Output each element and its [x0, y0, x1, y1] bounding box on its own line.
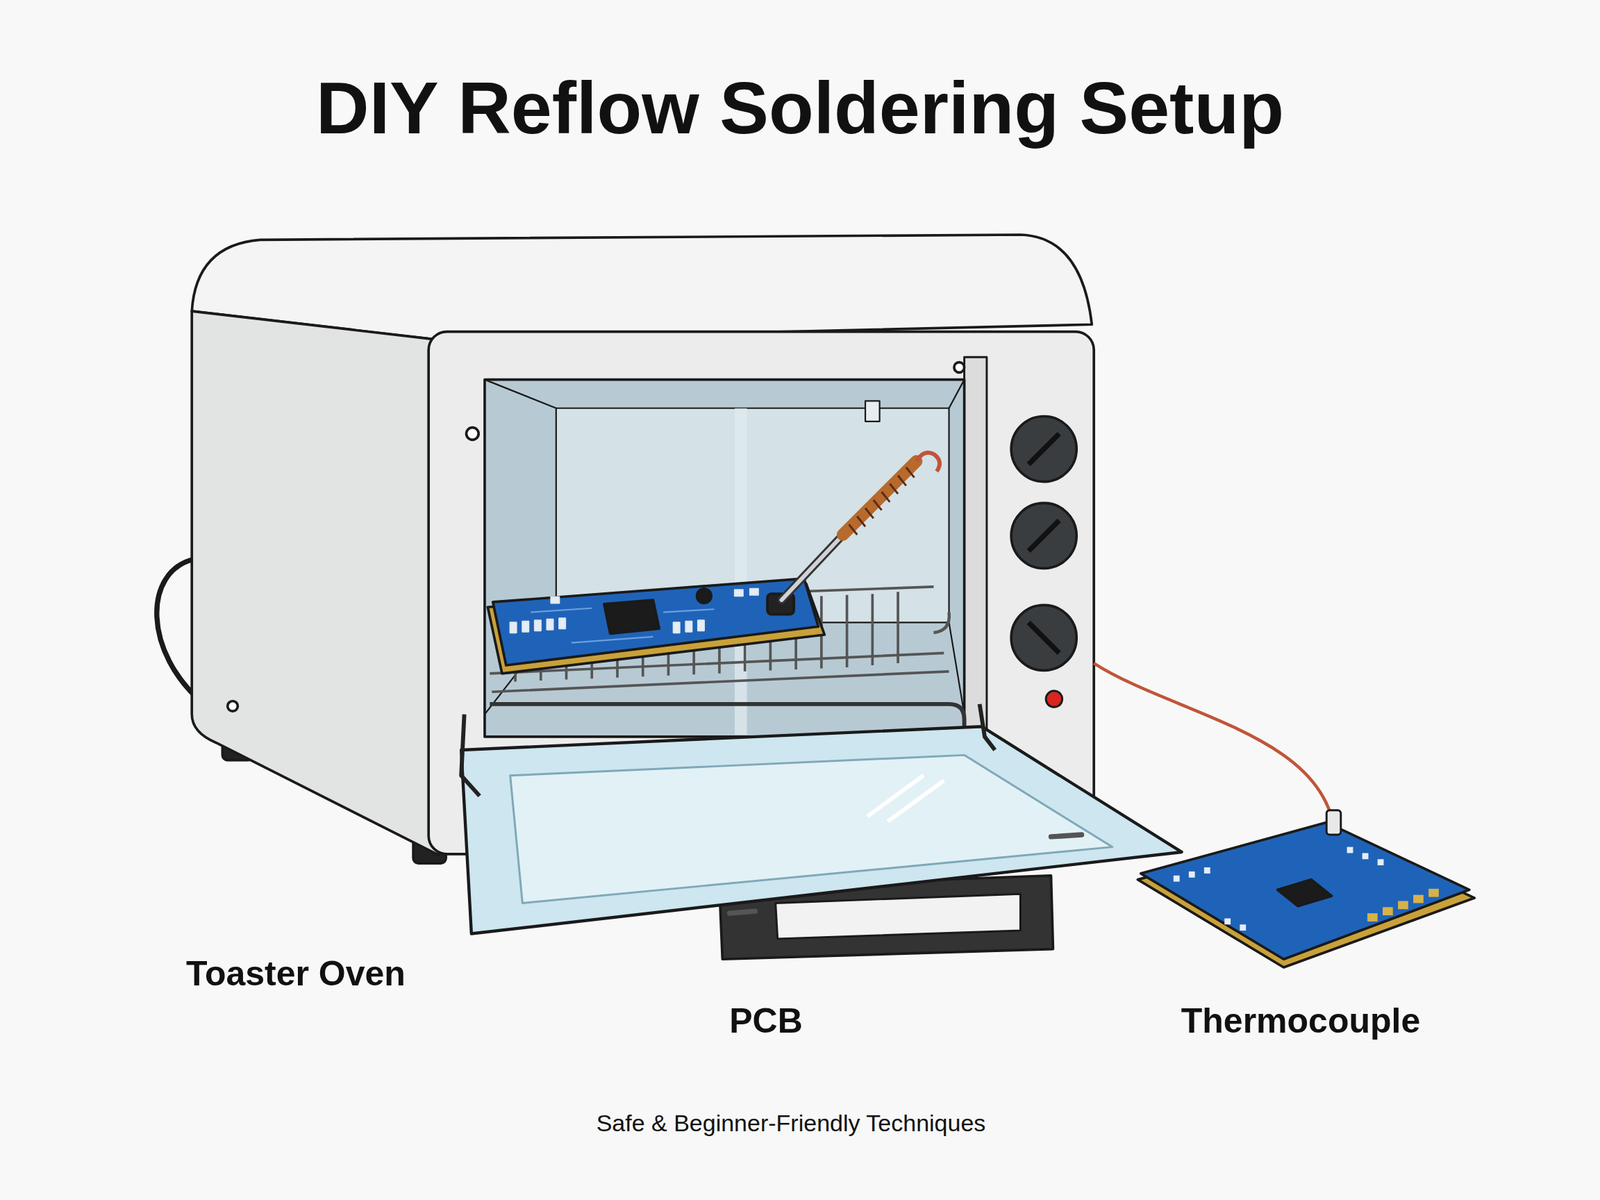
oven-door [461, 726, 1182, 934]
oven-top [191, 234, 1092, 340]
part-label: Thermocouple [1181, 1000, 1421, 1041]
toaster-oven-drawing [156, 234, 1475, 968]
glare [867, 775, 944, 822]
caption: Safe & Beginner-Friendly Techniques [596, 1109, 987, 1137]
oven-back-wall [556, 408, 950, 623]
screw [227, 700, 239, 712]
pcb-drawing [487, 578, 825, 674]
control-knobs [1011, 416, 1077, 708]
connector [1326, 810, 1341, 835]
part-label: PCB [729, 1000, 803, 1041]
oven-lamp [865, 400, 880, 421]
door-hinge [461, 704, 995, 796]
heating-element [489, 704, 964, 727]
component [697, 588, 712, 604]
interior-edge [484, 379, 965, 715]
screw [954, 362, 965, 373]
screw [466, 427, 480, 441]
title: DIY Reflow Soldering Setup [315, 65, 1285, 150]
power-light [1045, 690, 1063, 708]
part-label: Toaster Oven [186, 953, 406, 994]
probe-coil [843, 461, 917, 535]
thermocouple-probe [767, 452, 940, 615]
controller-board [1137, 810, 1475, 968]
oven-interior [484, 379, 965, 737]
oven-side [191, 311, 439, 855]
pcb-board [493, 578, 819, 666]
probe-shaft [781, 530, 848, 600]
pcb-board [1140, 822, 1470, 960]
chip [604, 600, 660, 634]
pcb-pads [1367, 888, 1439, 922]
thermocouple-wire [1093, 663, 1335, 835]
door-glass [510, 754, 1113, 903]
chip [1277, 879, 1332, 907]
glare [734, 408, 748, 735]
oven-divider [964, 356, 987, 735]
probe-hook [916, 452, 941, 472]
